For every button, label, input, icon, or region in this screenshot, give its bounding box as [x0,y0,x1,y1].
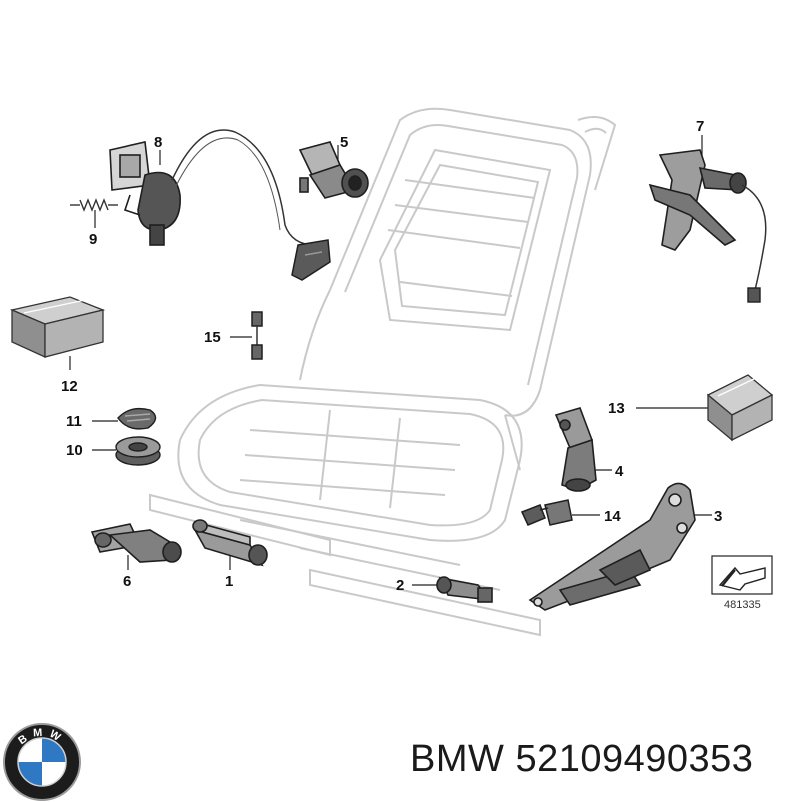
part-1-motor [192,519,268,567]
part-8-connector [291,239,331,281]
callout-labels: 8 9 5 7 15 12 11 10 13 4 14 3 6 1 2 [61,118,722,594]
reference-symbol: 481335 [711,555,773,611]
part-7-cable [741,184,767,291]
part-number: 52109490353 [515,738,754,780]
part-4-motor [554,407,597,492]
part-8-cable-inner [175,137,281,231]
part-caption: BMW 52109490353 [410,738,753,781]
part-3-bracket [528,482,696,611]
part-10-fan [115,436,161,466]
callout-8: 8 [154,134,162,151]
part-9-spring [70,198,118,212]
callout-4: 4 [615,463,624,480]
brand-name: BMW [410,738,505,780]
callout-6: 6 [123,573,131,590]
callout-9: 9 [89,231,97,248]
part-8-actuator [109,141,181,246]
callout-14: 14 [604,508,621,525]
part-7-plug [747,287,761,303]
callout-3: 3 [714,508,722,525]
part-5-motor [298,141,369,199]
part-14-bracket [520,499,573,526]
seat-frame [149,107,617,637]
part-12-box [9,296,106,359]
callout-10: 10 [66,442,83,459]
callout-1: 1 [225,573,233,590]
callout-13: 13 [608,400,625,417]
part-7-motor [648,149,747,251]
callout-15: 15 [204,329,221,346]
callout-11: 11 [66,413,82,430]
callout-12: 12 [61,378,78,395]
part-11-pad [117,407,157,430]
callout-5: 5 [340,134,348,151]
part-8-cable [171,129,316,246]
bmw-logo: BMW [3,723,81,801]
part-15-connector [251,311,263,360]
part-2-motor [436,576,493,603]
reference-number: 481335 [724,599,761,611]
part-6-motor [90,523,182,563]
part-13-box [706,374,774,442]
callout-2: 2 [396,577,404,594]
callout-7: 7 [696,118,704,135]
